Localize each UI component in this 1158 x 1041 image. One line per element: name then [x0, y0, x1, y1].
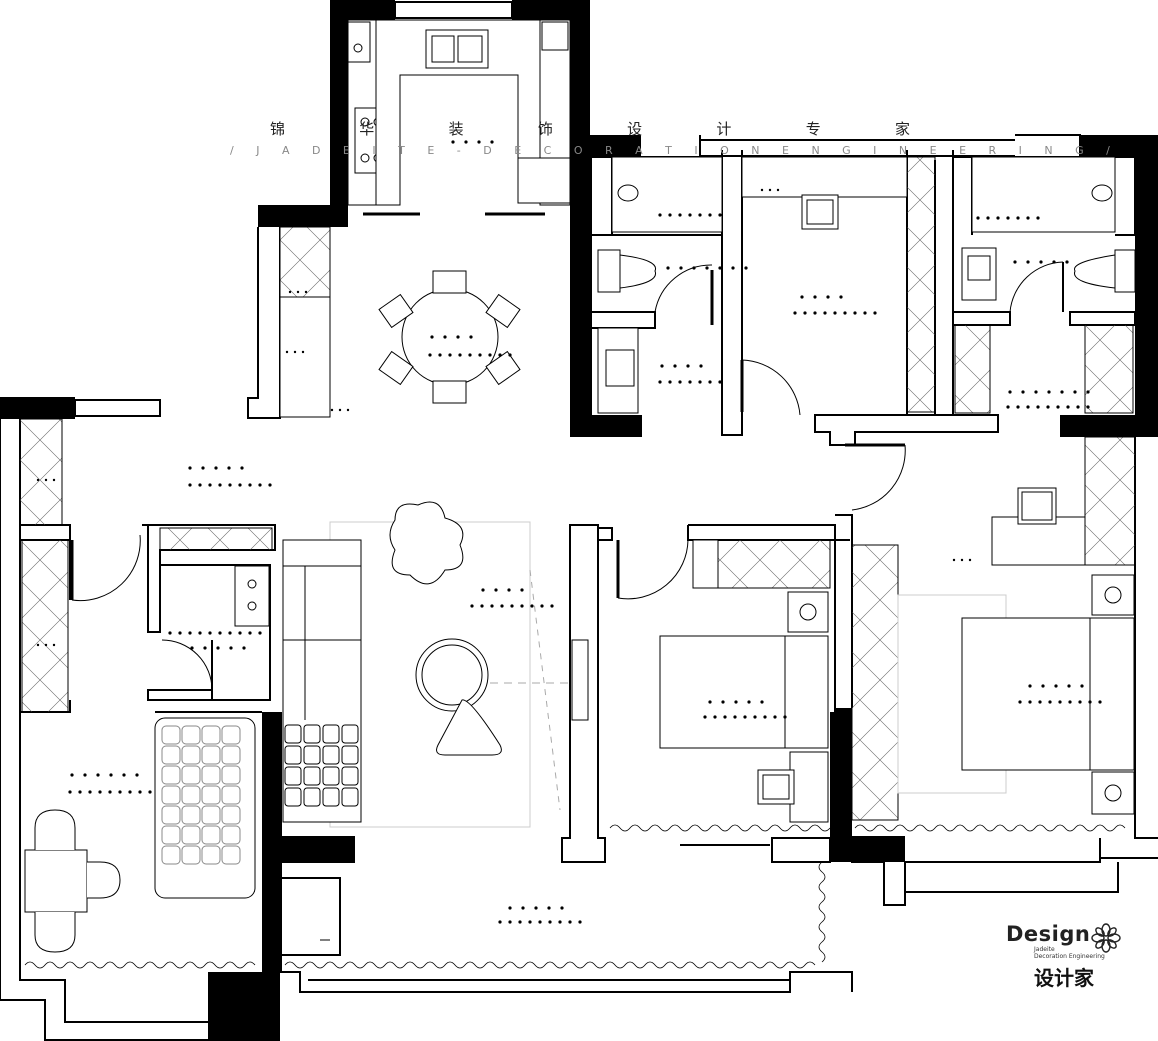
dots-row	[498, 920, 582, 924]
dots-row	[428, 353, 512, 357]
dots-row	[793, 311, 877, 315]
dots-row	[330, 408, 350, 412]
watermark-char: 计	[716, 120, 732, 138]
dots-row	[1006, 405, 1090, 409]
dots-row	[470, 604, 554, 608]
dots-row	[1013, 260, 1069, 264]
grid-pattern	[161, 725, 241, 865]
brand-line2: Decoration Engineering	[1034, 953, 1105, 960]
study-furniture	[24, 717, 256, 953]
dots-row	[168, 631, 262, 635]
dots-row	[70, 773, 139, 777]
brand-word: Design	[1006, 922, 1091, 946]
cabinets	[19, 19, 1136, 821]
label-dots	[36, 140, 1102, 924]
bath-fixtures	[597, 184, 1136, 293]
dots-row	[68, 790, 152, 794]
bedroom2-furniture	[659, 591, 829, 823]
dots-row	[658, 213, 722, 217]
dots-row	[658, 380, 722, 384]
dots-row	[708, 700, 764, 704]
dots-row	[1028, 684, 1084, 688]
living-furniture	[282, 501, 589, 828]
dots-row	[188, 466, 244, 470]
watermark-char: 专	[805, 120, 821, 138]
watermark-cn: 锦 华 装 饰 设 计 专 家	[270, 118, 910, 139]
dots-row	[188, 483, 272, 487]
dots-row	[36, 643, 56, 647]
dots-row	[285, 350, 305, 354]
dots-row	[760, 188, 780, 192]
watermark-en: / J A D E I T E - D E C O R A T I O N E …	[230, 144, 1120, 157]
dots-row	[703, 715, 787, 719]
master-furniture	[801, 194, 1135, 815]
dots-row	[660, 364, 703, 368]
watermark-char: 锦	[270, 120, 286, 138]
lotus-flower-icon	[1091, 923, 1121, 953]
dots-row	[288, 290, 308, 294]
dots-row	[508, 906, 564, 910]
dining-table	[378, 270, 521, 404]
brand-cn: 设计家	[1034, 966, 1094, 990]
curtains	[24, 824, 1126, 969]
watermark-char: 家	[894, 120, 910, 138]
dots-row	[1008, 390, 1090, 394]
brand-logo: Design Jadeite Decoration Engineering 设计…	[1006, 922, 1146, 991]
dots-row	[481, 588, 524, 592]
dots-row	[190, 646, 246, 650]
watermark-char: 饰	[537, 120, 553, 138]
dots-row	[800, 295, 843, 299]
toilet-icon	[1114, 249, 1136, 293]
dots-row	[1018, 700, 1102, 704]
dots-row	[451, 140, 494, 144]
dots-row	[430, 335, 473, 339]
dots-row	[36, 478, 56, 482]
dots-row	[976, 216, 1040, 220]
toilet-icon	[597, 249, 621, 293]
watermark-char: 设	[627, 120, 643, 138]
watermark-char: 华	[359, 120, 375, 138]
dots-row	[952, 558, 972, 562]
watermark-char: 装	[448, 120, 464, 138]
sofa-cushion-grid	[284, 724, 359, 807]
basin-icon	[617, 184, 639, 202]
dots-row	[666, 266, 748, 270]
basin-icon	[1091, 184, 1113, 202]
brand-line1: Jadeite	[1034, 946, 1055, 953]
